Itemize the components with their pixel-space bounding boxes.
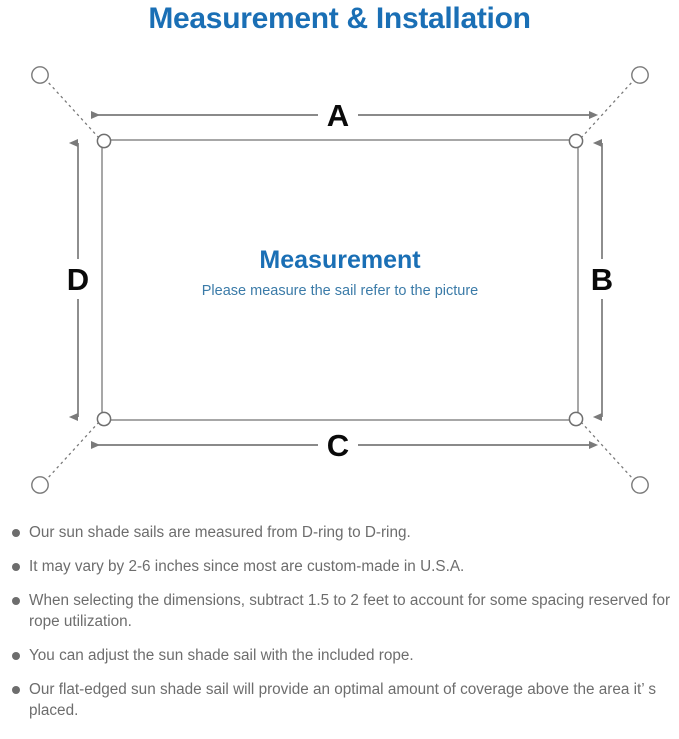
anchor-points xyxy=(31,66,649,494)
list-item: When selecting the dimensions, subtract … xyxy=(0,590,679,632)
list-item: Our sun shade sails are measured from D-… xyxy=(0,522,679,543)
rope-lines xyxy=(46,80,634,480)
dimension-label-d: D xyxy=(67,262,89,297)
d-ring-bottom-right xyxy=(568,411,584,427)
rope-line-top-left xyxy=(46,80,100,139)
sail-center-title: Measurement xyxy=(259,246,421,274)
dimension-label-a: A xyxy=(327,98,349,133)
anchor-circle-bottom-right xyxy=(631,476,649,494)
bullet-icon xyxy=(12,563,20,571)
bullet-icon xyxy=(12,652,20,660)
page-title: Measurement & Installation xyxy=(148,2,531,35)
note-text: Our flat-edged sun shade sail will provi… xyxy=(29,681,656,719)
list-item: You can adjust the sun shade sail with t… xyxy=(0,645,679,666)
dimension-label-b: B xyxy=(591,262,613,297)
d-ring-bottom-left xyxy=(96,411,112,427)
rope-line-bottom-left xyxy=(46,421,100,480)
anchor-circle-top-right xyxy=(631,66,649,84)
sail-center-subtitle: Please measure the sail refer to the pic… xyxy=(202,283,478,299)
note-text: Our sun shade sails are measured from D-… xyxy=(29,524,411,541)
shade-sail-body xyxy=(101,139,579,421)
dimension-label-c: C xyxy=(327,428,349,463)
note-text: It may vary by 2-6 inches since most are… xyxy=(29,558,465,575)
measurement-diagram: A C D B Measurement Please measure the s… xyxy=(0,46,679,516)
bullet-icon xyxy=(12,529,20,537)
anchor-circle-top-left xyxy=(31,66,49,84)
list-item: It may vary by 2-6 inches since most are… xyxy=(0,556,679,577)
bullet-icon xyxy=(12,686,20,694)
bullet-icon xyxy=(12,597,20,605)
d-ring-top-left xyxy=(96,133,112,149)
note-text: When selecting the dimensions, subtract … xyxy=(29,592,671,630)
d-ring-top-right xyxy=(568,133,584,149)
list-item: Our flat-edged sun shade sail will provi… xyxy=(0,679,679,721)
note-text: You can adjust the sun shade sail with t… xyxy=(29,647,414,664)
rope-line-bottom-right xyxy=(580,421,634,480)
anchor-circle-bottom-left xyxy=(31,476,49,494)
d-rings xyxy=(96,133,584,427)
notes-list: Our sun shade sails are measured from D-… xyxy=(0,522,679,721)
rope-line-top-right xyxy=(580,80,634,139)
